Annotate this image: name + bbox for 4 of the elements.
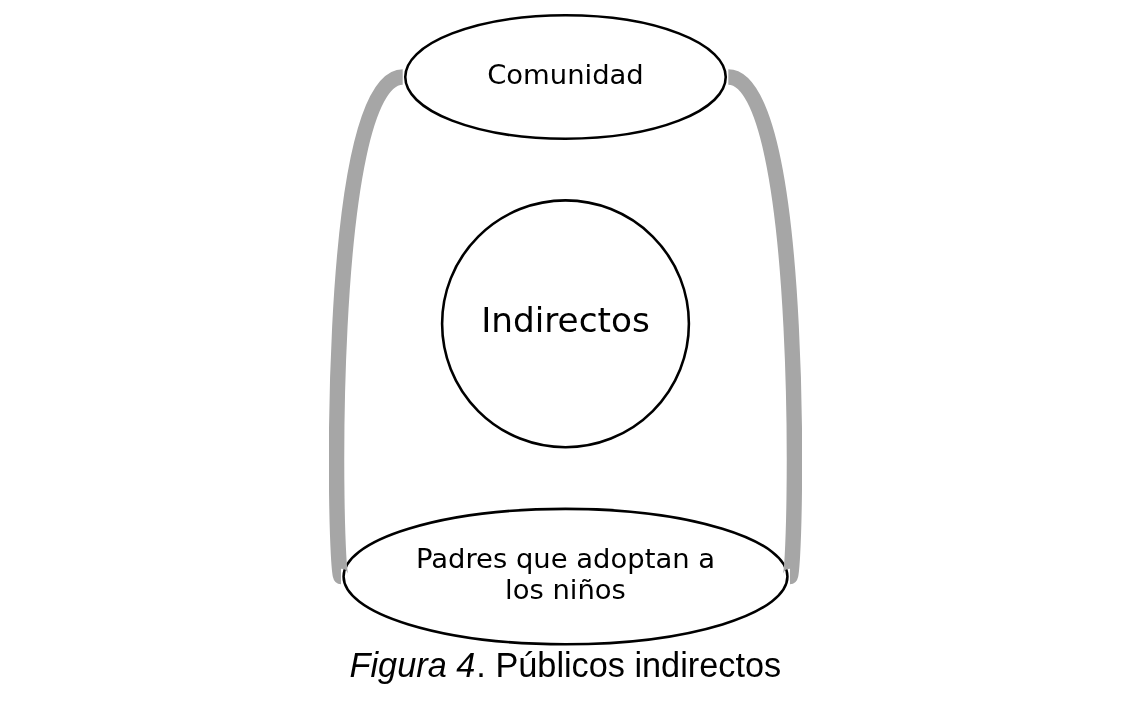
node-ellipse: Padres que adoptan a los niños [341, 507, 789, 646]
caption: Figura 4. Públicos indirectos [349, 645, 781, 684]
node-circle: Indirectos [440, 199, 690, 449]
node-ellipse: Comunidad [403, 14, 727, 140]
